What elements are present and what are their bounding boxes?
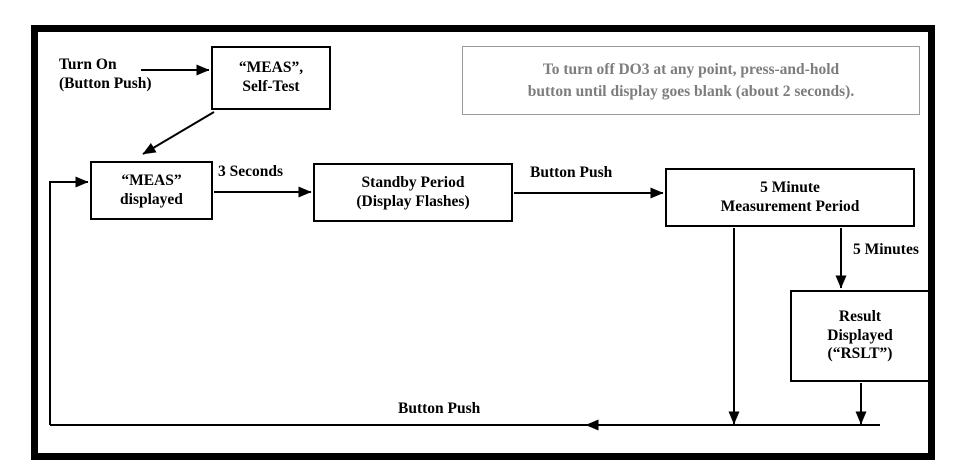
label-turn-on-line-2: (Button Push)	[59, 75, 152, 93]
node-self-test-line-2: Self-Test	[242, 78, 300, 95]
node-result-displayed-line-1: Result	[838, 307, 882, 325]
label-button-push-bottom: Button Push	[398, 400, 481, 417]
node-measurement-period-line-2: Measurement Period	[720, 197, 860, 215]
label-button-push-top: Button Push	[530, 164, 613, 181]
node-meas-displayed-line-2: displayed	[120, 190, 183, 208]
label-five-minutes: 5 Minutes	[853, 241, 919, 258]
node-standby-period[interactable]: Standby Period (Display Flashes)	[313, 163, 513, 222]
node-meas-displayed[interactable]: “MEAS” displayed	[90, 161, 213, 220]
node-result-displayed-line-2: Displayed	[827, 326, 893, 344]
node-standby-period-line-2: (Display Flashes)	[356, 192, 470, 210]
node-standby-period-line-1: Standby Period	[361, 173, 465, 191]
node-result-displayed[interactable]: Result Displayed (“RSLT”)	[790, 290, 930, 382]
node-meas-displayed-line-1: “MEAS”	[121, 171, 182, 189]
note-box: To turn off DO3 at any point, press-and-…	[462, 46, 920, 115]
node-measurement-period[interactable]: 5 Minute Measurement Period	[665, 168, 915, 227]
label-three-seconds: 3 Seconds	[218, 163, 284, 180]
note-line-1: To turn off DO3 at any point, press-and-…	[542, 61, 840, 79]
node-self-test[interactable]: “MEAS”, Self-Test	[211, 46, 331, 110]
label-turn-on: Turn On (Button Push)	[59, 55, 152, 94]
node-result-displayed-line-3: (“RSLT”)	[827, 345, 893, 363]
label-turn-on-line-1: Turn On	[59, 56, 117, 73]
node-measurement-period-line-1: 5 Minute	[760, 178, 820, 196]
node-self-test-line-1: “MEAS”,	[238, 59, 304, 77]
note-line-2: button until display goes blank (about 2…	[527, 82, 855, 100]
